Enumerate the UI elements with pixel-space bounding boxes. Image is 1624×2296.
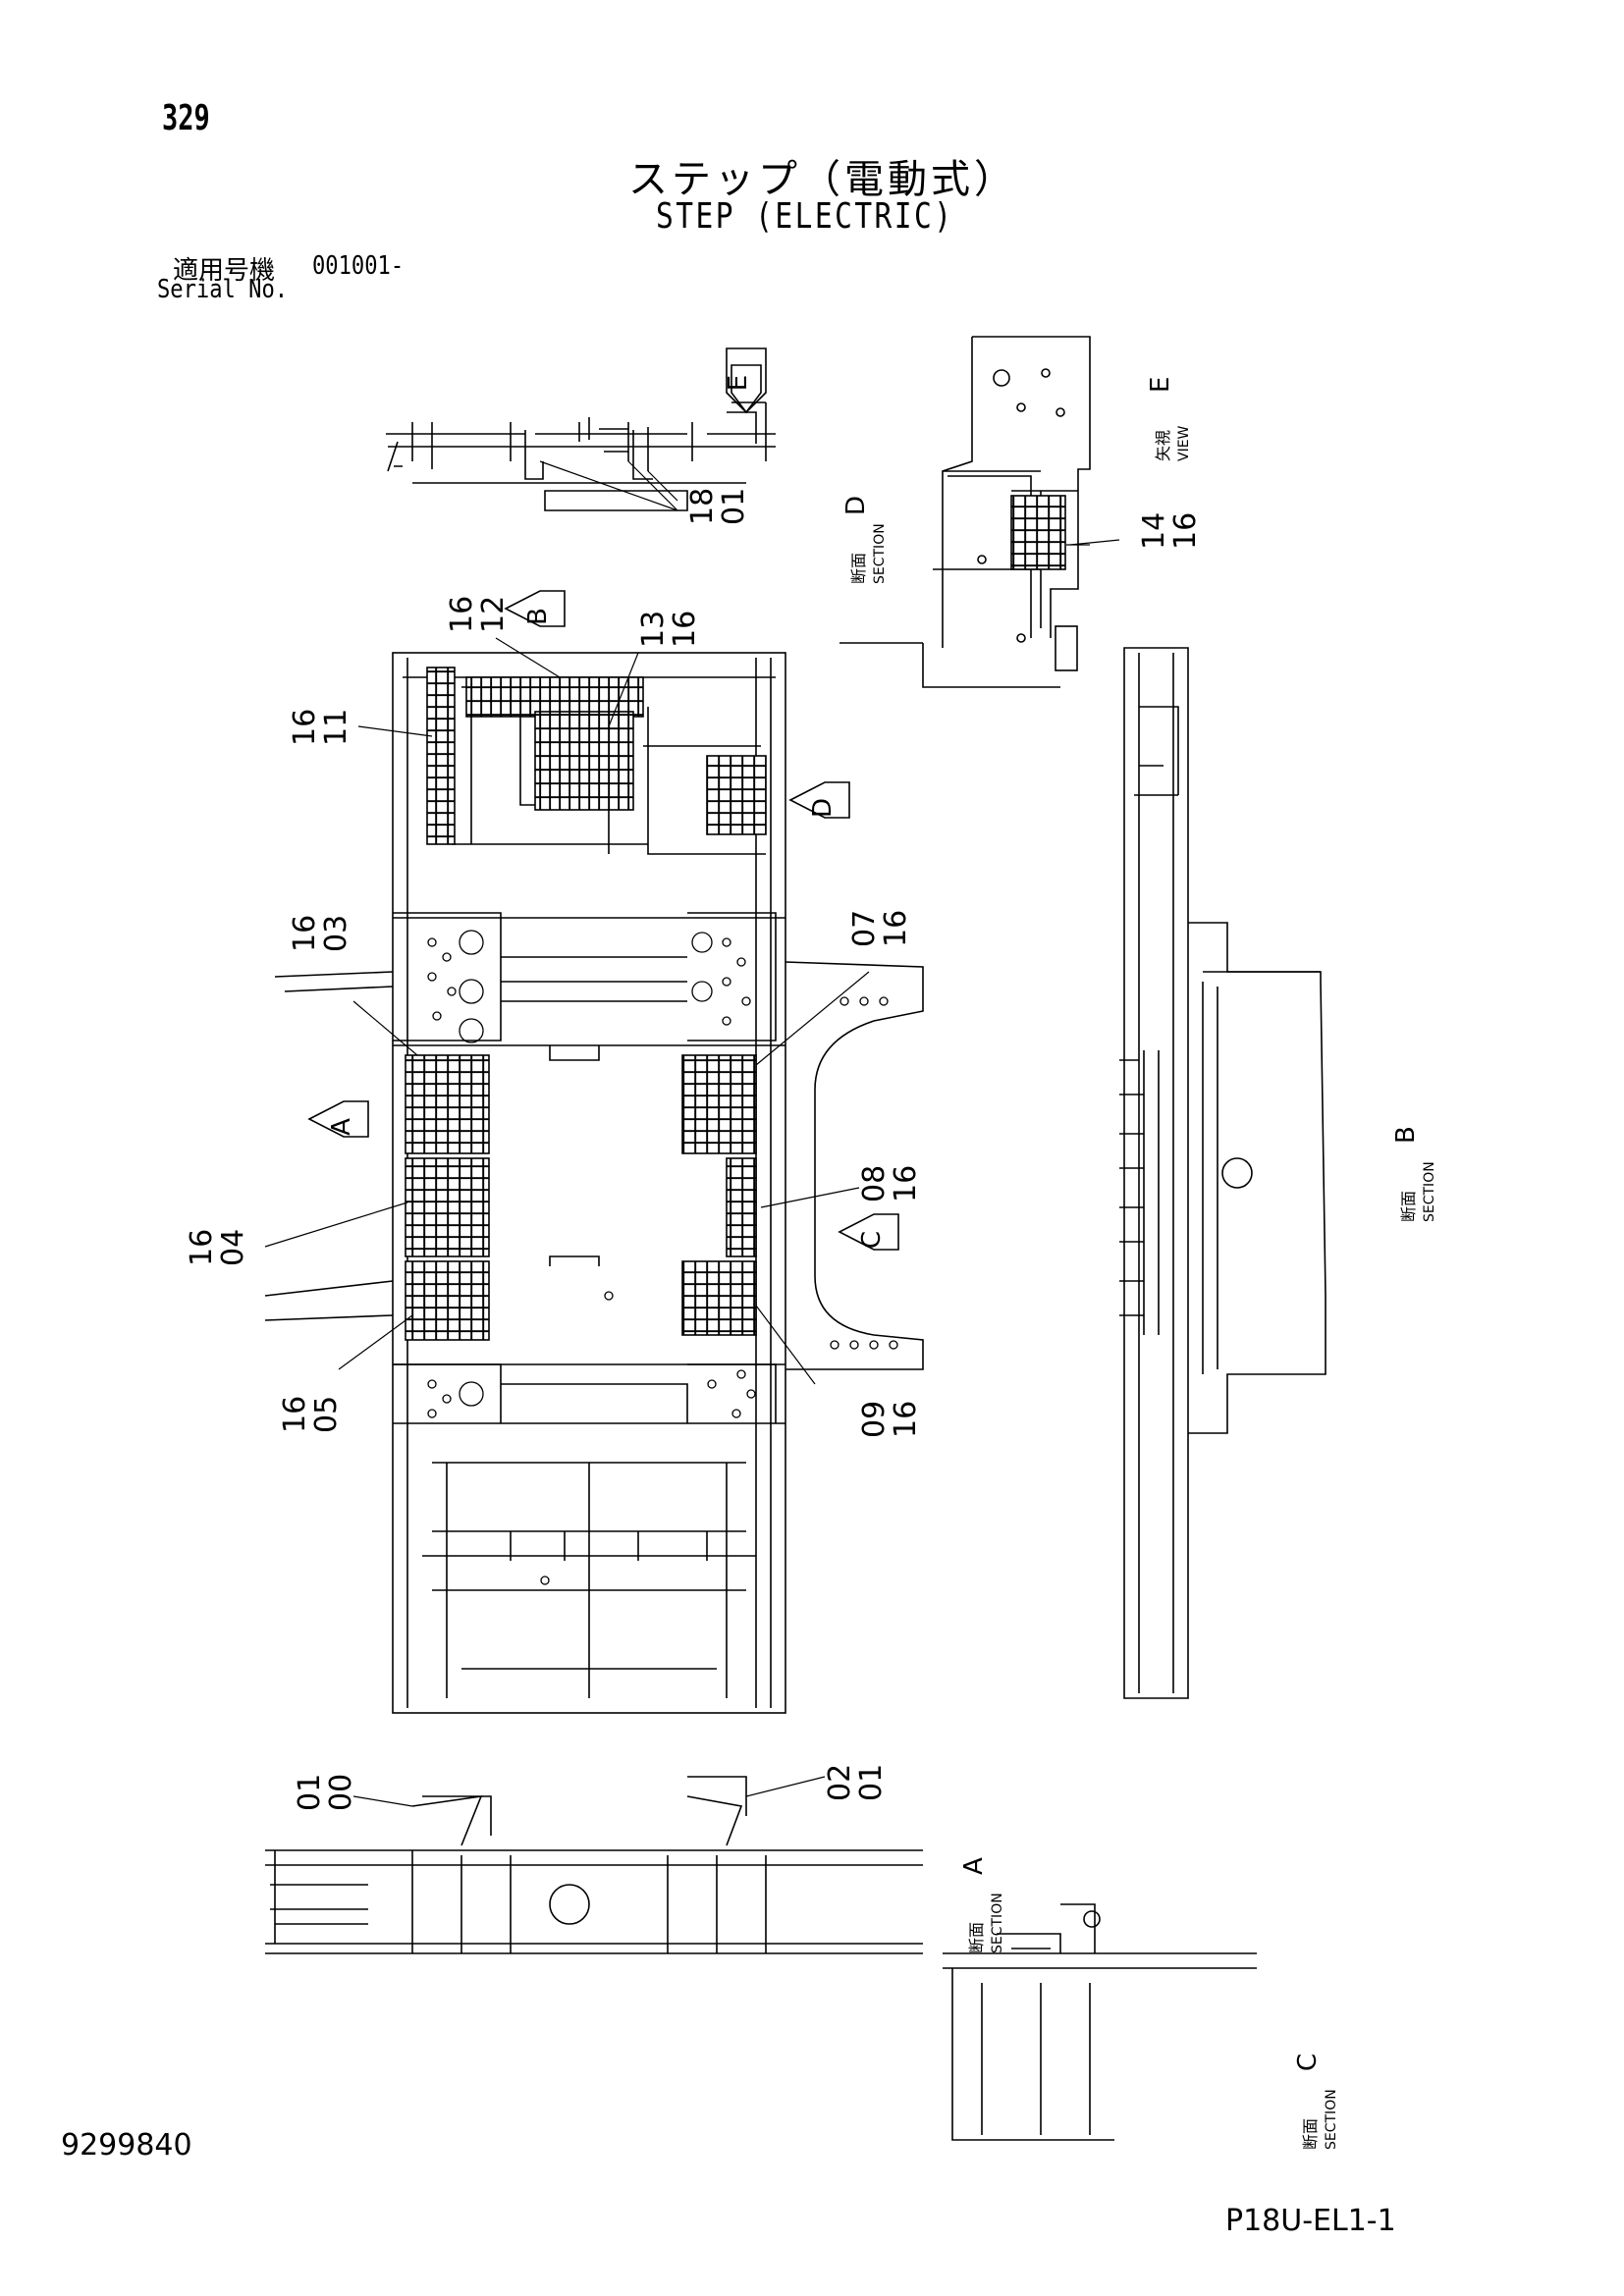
section-a-jp: 断面 — [967, 1922, 986, 1953]
view-e-jp: 矢視 — [1154, 430, 1172, 461]
callout-16-04-top: 16 — [185, 1229, 219, 1266]
callout-13-16-top: 13 — [636, 611, 671, 648]
callout-16-04: 16 04 — [185, 1229, 250, 1266]
arrow-c: C — [838, 1213, 899, 1251]
section-c-letter: C — [1293, 2054, 1323, 2071]
callout-14-16-top: 14 — [1137, 512, 1171, 550]
section-d-label: D 断面 SECTION — [841, 496, 888, 584]
section-b-letter: B — [1391, 1126, 1421, 1144]
arrow-e: E — [724, 347, 767, 414]
callout-13-16: 13 16 — [636, 611, 702, 648]
section-b-jp: 断面 — [1399, 1191, 1418, 1222]
callout-18-01-bottom: 01 — [717, 488, 751, 525]
callout-14-16: 14 16 — [1137, 512, 1203, 550]
callout-16-11-top: 16 — [288, 709, 322, 746]
callout-16-03-bottom: 03 — [319, 915, 353, 952]
callout-labels: 18 01 14 16 16 12 13 16 16 11 16 03 07 1… — [185, 488, 1203, 1811]
section-b-label: B 断面 SECTION — [1391, 1126, 1437, 1222]
callout-16-05: 16 05 — [278, 1396, 344, 1433]
section-a-view — [265, 1776, 923, 1954]
section-c-jp: 断面 — [1301, 2118, 1320, 2150]
callout-16-05-top: 16 — [278, 1396, 312, 1433]
title-japanese: ステップ（電動式） — [628, 157, 1017, 202]
view-e-en: VIEW — [1176, 425, 1192, 461]
arrow-d: D — [788, 781, 850, 819]
callout-07-16-bottom: 16 — [879, 910, 913, 947]
arrow-c-letter: C — [857, 1231, 887, 1249]
view-e-letter: E — [1146, 377, 1175, 393]
callout-16-05-bottom: 05 — [309, 1396, 344, 1433]
section-c-view — [943, 1903, 1257, 2141]
callout-08-16-bottom: 16 — [889, 1165, 923, 1202]
callout-09-16-bottom: 16 — [889, 1401, 923, 1438]
section-d-letter: D — [841, 496, 871, 515]
section-a-letter: A — [959, 1857, 989, 1875]
callout-leaders — [264, 470, 1120, 1807]
arrow-b-letter: B — [523, 608, 553, 625]
section-d-jp: 断面 — [849, 553, 868, 584]
section-d-view — [386, 364, 776, 511]
callout-09-16: 09 16 — [857, 1401, 923, 1438]
document-number: 9299840 — [61, 2128, 192, 2163]
plan-view — [264, 652, 924, 1714]
callout-13-16-bottom: 16 — [668, 611, 702, 648]
serial-label-english: Serial No. — [157, 275, 289, 304]
section-b-en: SECTION — [1422, 1161, 1437, 1222]
arrow-a-letter: A — [327, 1118, 356, 1136]
view-e — [839, 336, 1091, 688]
section-c-label: C 断面 SECTION — [1293, 2054, 1339, 2150]
callout-09-16-top: 09 — [857, 1401, 892, 1438]
view-e-label: E 矢視 VIEW — [1146, 377, 1192, 461]
callout-08-16-top: 08 — [857, 1165, 892, 1202]
callout-02-01-top: 02 — [823, 1764, 857, 1801]
page-code: P18U-EL1-1 — [1225, 2204, 1396, 2238]
title-english: STEP (ELECTRIC) — [656, 196, 954, 237]
view-labels: D 断面 SECTION E 矢視 VIEW B 断面 SECTION A 断面… — [841, 377, 1437, 2150]
section-c-en: SECTION — [1324, 2089, 1339, 2150]
arrow-b: B — [504, 590, 566, 627]
callout-08-16: 08 16 — [857, 1165, 923, 1202]
serial-number: 001001- — [312, 251, 405, 281]
callout-16-03-top: 16 — [288, 915, 322, 952]
arrow-d-letter: D — [808, 798, 838, 818]
callout-14-16-bottom: 16 — [1168, 512, 1203, 550]
section-a-label: A 断面 SECTION — [959, 1857, 1005, 1953]
callout-18-01: 18 01 — [685, 488, 751, 525]
arrow-a: A — [307, 1100, 369, 1138]
direction-arrows: E B D A C — [307, 347, 899, 1251]
callout-01-00-top: 01 — [293, 1774, 327, 1811]
callout-16-03: 16 03 — [288, 915, 353, 952]
page-number: 329 — [162, 98, 210, 138]
callout-16-12-top: 16 — [445, 596, 479, 633]
callout-07-16-top: 07 — [847, 910, 882, 947]
callout-16-12-bottom: 12 — [476, 596, 511, 633]
callout-01-00: 01 00 — [293, 1774, 358, 1811]
callout-07-16: 07 16 — [847, 910, 913, 947]
section-b-view — [1119, 647, 1326, 1699]
callout-16-11: 16 11 — [288, 709, 353, 746]
section-a-en: SECTION — [990, 1893, 1005, 1953]
callout-16-04-bottom: 04 — [216, 1229, 250, 1266]
callout-16-12: 16 12 — [445, 596, 511, 633]
serial-label-japanese: 適用号機 — [173, 256, 276, 286]
callout-18-01-top: 18 — [685, 488, 720, 525]
section-d-en: SECTION — [872, 523, 888, 584]
callout-01-00-bottom: 00 — [324, 1774, 358, 1811]
callout-16-11-bottom: 11 — [319, 709, 353, 746]
arrow-e-letter: E — [724, 375, 753, 391]
callout-02-01: 02 01 — [823, 1764, 889, 1801]
callout-02-01-bottom: 01 — [854, 1764, 889, 1801]
